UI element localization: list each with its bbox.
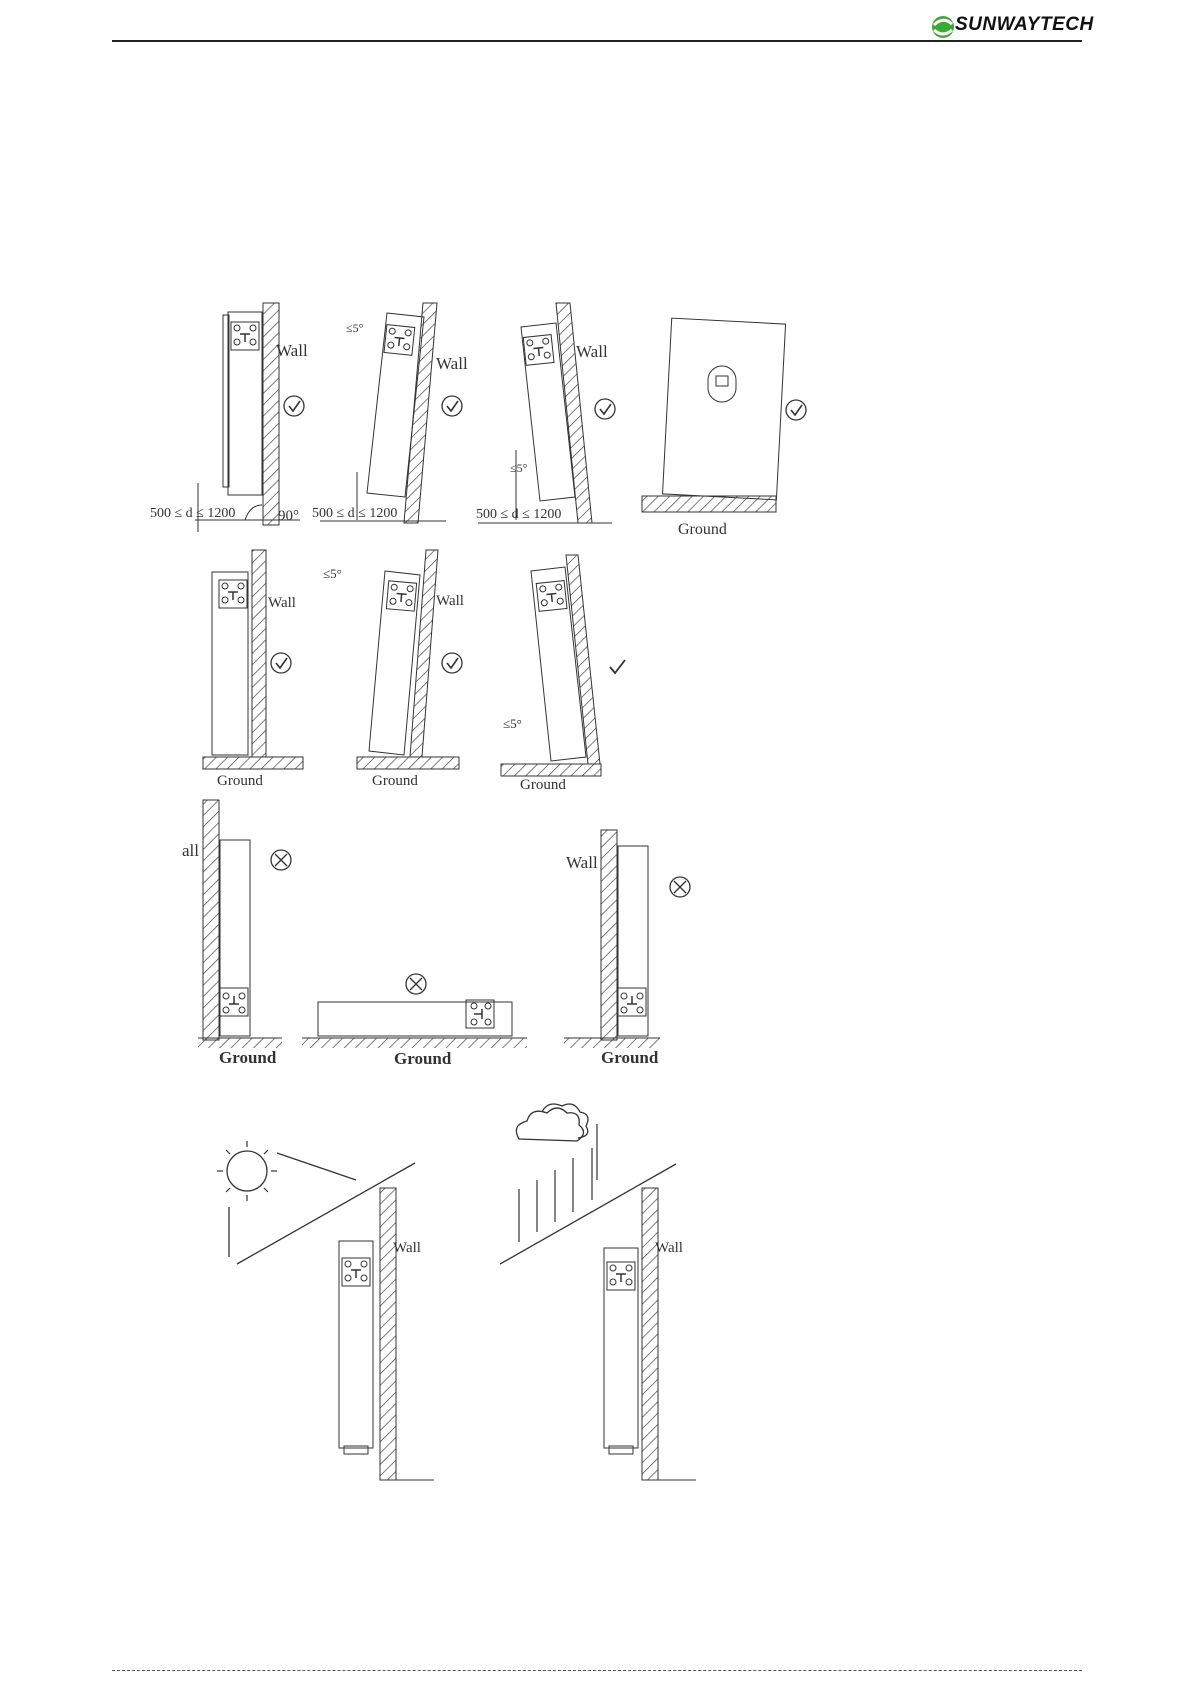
ground-label: Ground xyxy=(678,521,727,538)
correct-icon xyxy=(595,399,615,419)
wrong-icon xyxy=(406,974,426,994)
wall-label: Wall xyxy=(655,1240,683,1256)
angle-label: ≤5° xyxy=(503,716,522,731)
figure-r3-upside-down-right: Wall Ground xyxy=(564,830,690,1067)
ground-label: Ground xyxy=(394,1049,452,1068)
check-mark-icon xyxy=(610,660,625,673)
figure-r3-flat: Ground xyxy=(302,974,527,1068)
correct-icon xyxy=(442,653,462,673)
rain-lines xyxy=(519,1124,597,1242)
figure-r4-rain-hazard: Wall xyxy=(500,1104,696,1480)
angle-label: ≤5° xyxy=(323,566,342,581)
figure-r1-tilted-2: Wall 500 ≤ d ≤ 1200 ≤5° xyxy=(476,303,615,523)
angle-label: ≤5° xyxy=(346,321,364,335)
figure-r3-upside-down-left: all Ground xyxy=(182,800,291,1067)
wall-label: Wall xyxy=(436,593,464,609)
figure-r1-on-ground: Ground xyxy=(642,318,806,538)
wall-label: Wall xyxy=(436,354,468,373)
figure-r2-vertical-ground: Wall Ground xyxy=(203,550,303,789)
angle-label: 90° xyxy=(278,508,299,524)
wall-label: Wall xyxy=(268,595,296,611)
figure-r2-leaning: Ground ≤5° xyxy=(501,555,625,793)
correct-icon xyxy=(786,400,806,420)
wrong-icon xyxy=(271,850,291,870)
sun-icon xyxy=(217,1141,277,1201)
correct-icon xyxy=(442,396,462,416)
ground-label: Ground xyxy=(520,777,566,793)
correct-icon xyxy=(271,653,291,673)
figure-r1-tilted-1: Wall 500 ≤ d ≤ 1200 ≤5° xyxy=(312,303,468,523)
ground-label: Ground xyxy=(219,1048,277,1067)
cloud-icon xyxy=(516,1104,588,1141)
wall-label: Wall xyxy=(393,1240,421,1256)
footer-rule xyxy=(112,1670,1082,1671)
distance-label: 500 ≤ d ≤ 1200 xyxy=(312,506,397,521)
figure-r4-sun-hazard: Wall xyxy=(217,1141,434,1480)
figure-r1-vertical-wall: Wall 500 ≤ d ≤ 1200 90° xyxy=(150,303,308,532)
wall-label: Wall xyxy=(566,853,598,872)
figure-r2-tilted: Wall Ground ≤5° xyxy=(323,550,464,789)
wall-label: all xyxy=(182,841,199,860)
wall-label: Wall xyxy=(276,341,308,360)
wall-label: Wall xyxy=(576,342,608,361)
ground-label: Ground xyxy=(217,773,263,789)
correct-icon xyxy=(284,396,304,416)
distance-label: 500 ≤ d ≤ 1200 xyxy=(476,507,561,522)
wrong-icon xyxy=(670,877,690,897)
ground-label: Ground xyxy=(372,773,418,789)
ground-label: Ground xyxy=(601,1048,659,1067)
angle-label: ≤5° xyxy=(510,461,528,475)
distance-label: 500 ≤ d ≤ 1200 xyxy=(150,506,235,521)
